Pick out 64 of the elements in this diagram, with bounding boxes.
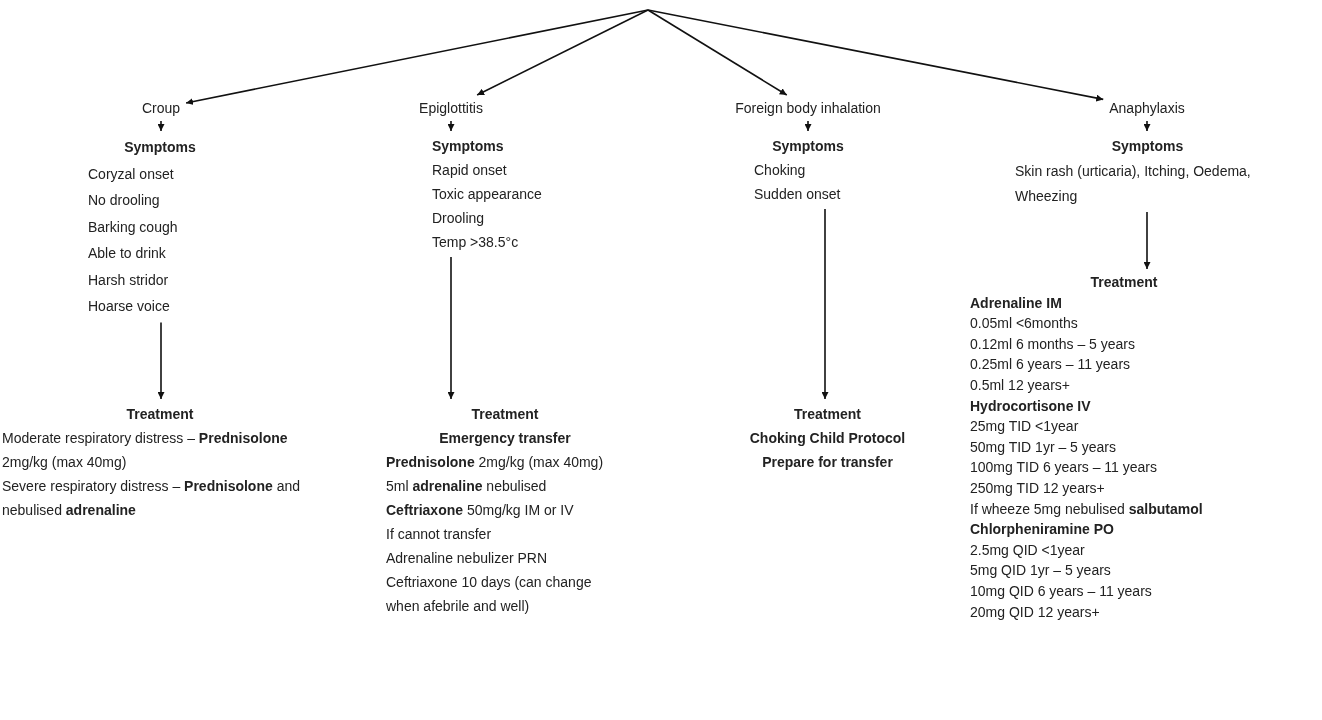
- subheading: Chlorpheniramine PO: [970, 521, 1114, 538]
- arrow: [185, 9, 649, 105]
- arrow: [157, 321, 165, 400]
- arrow: [647, 9, 788, 96]
- list-item: Coryzal onset: [88, 165, 174, 182]
- section-heading: Treatment: [471, 406, 539, 422]
- list-item: No drooling: [88, 192, 160, 208]
- list-item: 25mg TID <1year: [970, 418, 1079, 435]
- list-item: If wheeze 5mg nebulised salbutamol: [970, 500, 1203, 517]
- section-heading: Treatment: [1090, 274, 1158, 290]
- condition-label: Foreign body inhalation: [735, 98, 881, 118]
- arrow: [1143, 120, 1151, 132]
- list-item: Moderate respiratory distress – Prednisolone 2mg/kg (max 40mg): [2, 430, 288, 470]
- subheading: Emergency transfer: [439, 430, 571, 446]
- list-item: Drooling: [432, 210, 485, 226]
- list-item: Temp >38.5°c: [432, 234, 519, 250]
- condition-label: Anaphylaxis: [1109, 98, 1185, 118]
- arrow: [647, 9, 1105, 102]
- section-heading: Symptoms: [432, 138, 504, 154]
- section-heading: Treatment: [794, 406, 861, 422]
- list-item: Adrenaline nebulizer PRN: [386, 550, 548, 566]
- list-item: 5ml adrenaline nebulised: [386, 478, 547, 494]
- arrow: [447, 120, 455, 132]
- section-heading: Treatment: [126, 406, 194, 422]
- list-item: 10mg QID 6 years – 11 years: [970, 582, 1152, 599]
- list-item: 0.5ml 12 years+: [970, 376, 1070, 393]
- subheading: Adrenaline IM: [970, 294, 1062, 311]
- list-item: Ceftriaxone 10 days (can change when afebrile and well): [386, 574, 592, 614]
- list-item: If cannot transfer: [386, 526, 492, 542]
- list-item: 250mg TID 12 years+: [970, 479, 1105, 496]
- subheading: Prepare for transfer: [762, 454, 893, 470]
- list-item: 0.05ml <6months: [970, 315, 1078, 332]
- arrow: [447, 256, 455, 400]
- list-item: Skin rash (urticaria), Itching, Oedema, Wheezing: [1015, 163, 1251, 204]
- section-heading: Symptoms: [124, 139, 196, 155]
- list-item: Hoarse voice: [88, 298, 170, 314]
- arrow: [804, 120, 812, 132]
- list-item: Severe respiratory distress – Prednisolone and nebulised adrenaline: [2, 478, 300, 518]
- list-item: 0.12ml 6 months – 5 years: [970, 335, 1135, 352]
- list-item: 5mg QID 1yr – 5 years: [970, 562, 1111, 579]
- list-item: 20mg QID 12 years+: [970, 603, 1100, 620]
- list-item: 50mg TID 1yr – 5 years: [970, 438, 1117, 455]
- arrow: [476, 9, 649, 96]
- list-item: 100mg TID 6 years – 11 years: [970, 459, 1158, 476]
- list-item: Toxic appearance: [432, 186, 542, 202]
- arrow: [1143, 211, 1151, 270]
- condition-label: Croup: [141, 98, 181, 118]
- section-heading: Symptoms: [772, 138, 844, 154]
- subheading: Choking Child Protocol: [749, 430, 906, 446]
- list-item: Choking: [754, 162, 806, 178]
- arrow: [157, 120, 165, 132]
- list-item: Sudden onset: [754, 186, 841, 202]
- list-item: 0.25ml 6 years – 11 years: [970, 356, 1131, 373]
- list-item: Harsh stridor: [88, 271, 169, 288]
- list-item: Able to drink: [88, 245, 166, 261]
- list-item: Rapid onset: [432, 162, 507, 178]
- condition-label: Epiglottitis: [419, 98, 483, 118]
- list-item: Ceftriaxone 50mg/kg IM or IV: [386, 502, 574, 518]
- section-heading: Symptoms: [1111, 138, 1184, 154]
- arrow: [821, 208, 829, 400]
- subheading: Hydrocortisone IV: [970, 397, 1091, 414]
- list-item: 2.5mg QID <1year: [970, 541, 1085, 558]
- list-item: Prednisolone 2mg/kg (max 40mg): [386, 454, 604, 470]
- list-item: Barking cough: [88, 218, 178, 235]
